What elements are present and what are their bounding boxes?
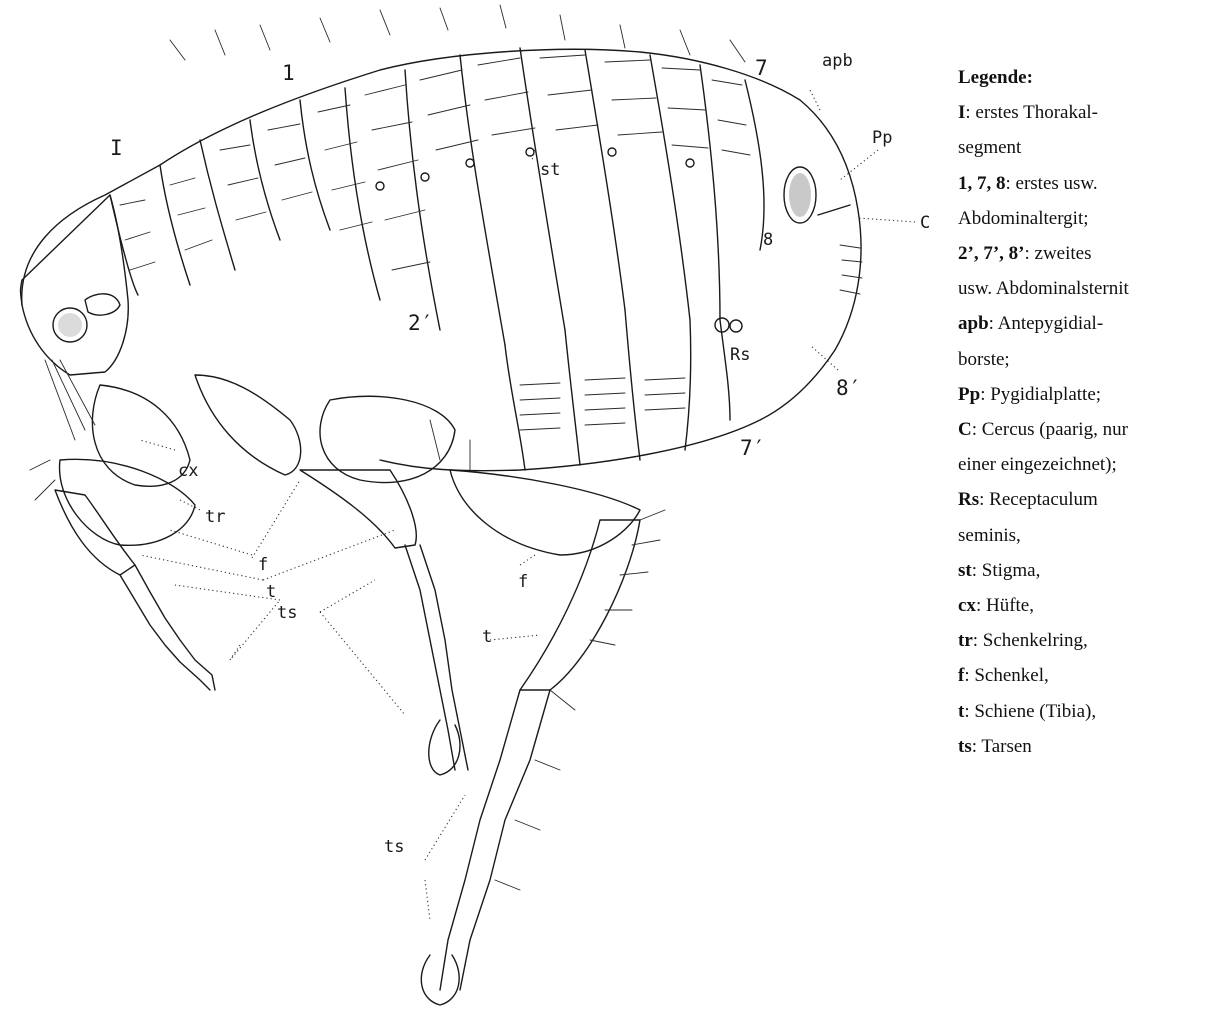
label-f-front: f: [258, 555, 268, 575]
label-ts-front: ts: [277, 603, 297, 623]
legend: Legende: I: erstes Thorakal- segment 1, …: [958, 60, 1210, 764]
legend-row: Abdominaltergit;: [958, 201, 1210, 236]
legend-row: borste;: [958, 342, 1210, 377]
antenna: [85, 294, 120, 315]
flea-anatomy-drawing: I 1 7 apb Pp C st 8 2′ Rs 8′ 7′ cx tr f …: [0, 0, 945, 1018]
hind-femur: [450, 470, 640, 555]
mid-coxa: [195, 375, 301, 475]
label-seg8s: 8′: [836, 376, 861, 400]
label-seg1: 1: [282, 61, 295, 85]
hind-tarsus: [440, 690, 520, 990]
front-femur: [60, 459, 195, 545]
label-st: st: [540, 160, 560, 180]
label-t-hind: t: [482, 627, 492, 647]
front-tibia: [55, 490, 135, 575]
label-seg7s: 7′: [740, 436, 765, 460]
cercus: [818, 205, 850, 215]
figure-labels: I 1 7 apb Pp C st 8 2′ Rs 8′ 7′ cx tr f …: [110, 51, 930, 857]
label-seg8: 8: [763, 230, 773, 250]
label-cx: cx: [178, 461, 198, 481]
legend-row: st: Stigma,: [958, 553, 1210, 588]
label-ts-hind: ts: [384, 837, 404, 857]
legend-row: ts: Tarsen: [958, 729, 1210, 764]
legend-row: 1, 7, 8: erstes usw.: [958, 166, 1210, 201]
bristles: [120, 5, 862, 430]
legend-row: Pp: Pygidialplatte;: [958, 377, 1210, 412]
legend-row: usw. Abdominalsternit: [958, 271, 1210, 306]
label-seg7: 7: [755, 56, 768, 80]
label-Pp: Pp: [872, 128, 892, 148]
label-seg2s: 2′: [408, 311, 433, 335]
label-tr: tr: [205, 507, 225, 527]
label-C: C: [920, 213, 930, 233]
front-tarsus: [120, 575, 210, 690]
legend-row: f: Schenkel,: [958, 658, 1210, 693]
legend-row: tr: Schenkelring,: [958, 623, 1210, 658]
legend-row: segment: [958, 130, 1210, 165]
legend-title: Legende:: [958, 60, 1210, 95]
legend-row: einer eingezeichnet);: [958, 447, 1210, 482]
legend-row: I: erstes Thorakal-: [958, 95, 1210, 130]
head-capsule: [21, 195, 129, 375]
label-t-front: t: [266, 582, 276, 602]
label-I: I: [110, 136, 123, 160]
flea-illustration: I 1 7 apb Pp C st 8 2′ Rs 8′ 7′ cx tr f …: [0, 0, 945, 1018]
label-f-hind: f: [518, 572, 528, 592]
hind-tibia: [520, 520, 640, 690]
legend-row: cx: Hüfte,: [958, 588, 1210, 623]
receptaculum-seminis: [715, 318, 729, 332]
legend-row: 2’, 7’, 8’: zweites: [958, 236, 1210, 271]
legend-row: t: Schiene (Tibia),: [958, 694, 1210, 729]
legend-row: Rs: Receptaculum: [958, 482, 1210, 517]
body-outline: [22, 49, 861, 470]
label-Rs: Rs: [730, 345, 750, 365]
spiracles: [376, 148, 694, 190]
legend-row: seminis,: [958, 518, 1210, 553]
legend-row: apb: Antepygidial-: [958, 306, 1210, 341]
legend-row: C: Cercus (paarig, nur: [958, 412, 1210, 447]
label-apb: apb: [822, 51, 853, 71]
